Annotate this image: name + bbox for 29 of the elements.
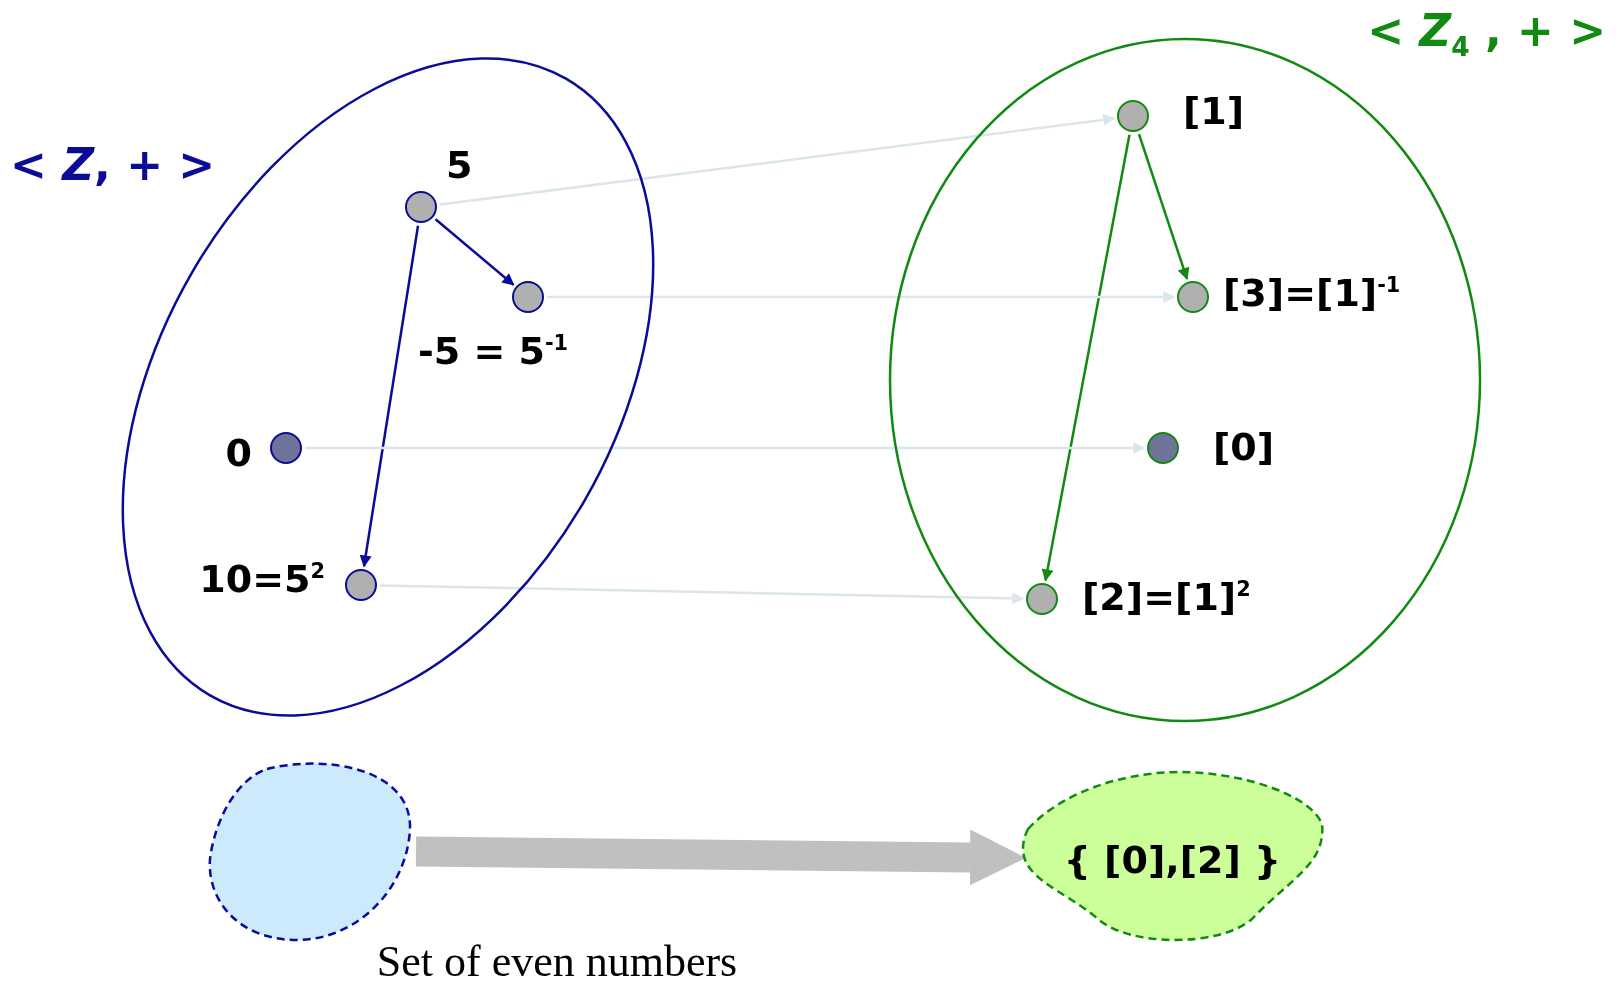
caption: Set of even numbers [376, 940, 738, 984]
arrow [434, 218, 515, 286]
point-dot [405, 191, 437, 223]
point-dot [1117, 100, 1149, 132]
group-title: < Z, + > [10, 143, 216, 187]
group-title: < Z$_{4}$ , + > [1367, 9, 1606, 61]
point-dot [345, 569, 377, 601]
point-label: 5 [446, 146, 473, 184]
arrow [305, 442, 1146, 454]
point-dot [270, 432, 302, 464]
point-label: 10=5$^{2}$ [199, 560, 325, 598]
point-label: [1] [1183, 92, 1245, 130]
arrow [1137, 133, 1190, 281]
group-ellipse [123, 59, 653, 715]
point-label: [2]=[1]$^{2}$ [1082, 578, 1251, 616]
point-label: [3]=[1]$^{-1}$ [1223, 274, 1401, 312]
set-label: { [0],[2] } [1063, 840, 1282, 879]
arrow [439, 113, 1116, 206]
point-dot [512, 281, 544, 313]
point-dot [1026, 583, 1058, 615]
arrow [359, 225, 420, 568]
point-label: [0] [1213, 428, 1275, 466]
arrow [379, 584, 1025, 605]
point-dot [1147, 432, 1179, 464]
arrow [547, 291, 1176, 303]
point-dot [1177, 281, 1209, 313]
arrow [1041, 134, 1131, 582]
point-label: 0 [225, 434, 252, 472]
point-label: -5 = 5$^{-1}$ [418, 332, 569, 370]
